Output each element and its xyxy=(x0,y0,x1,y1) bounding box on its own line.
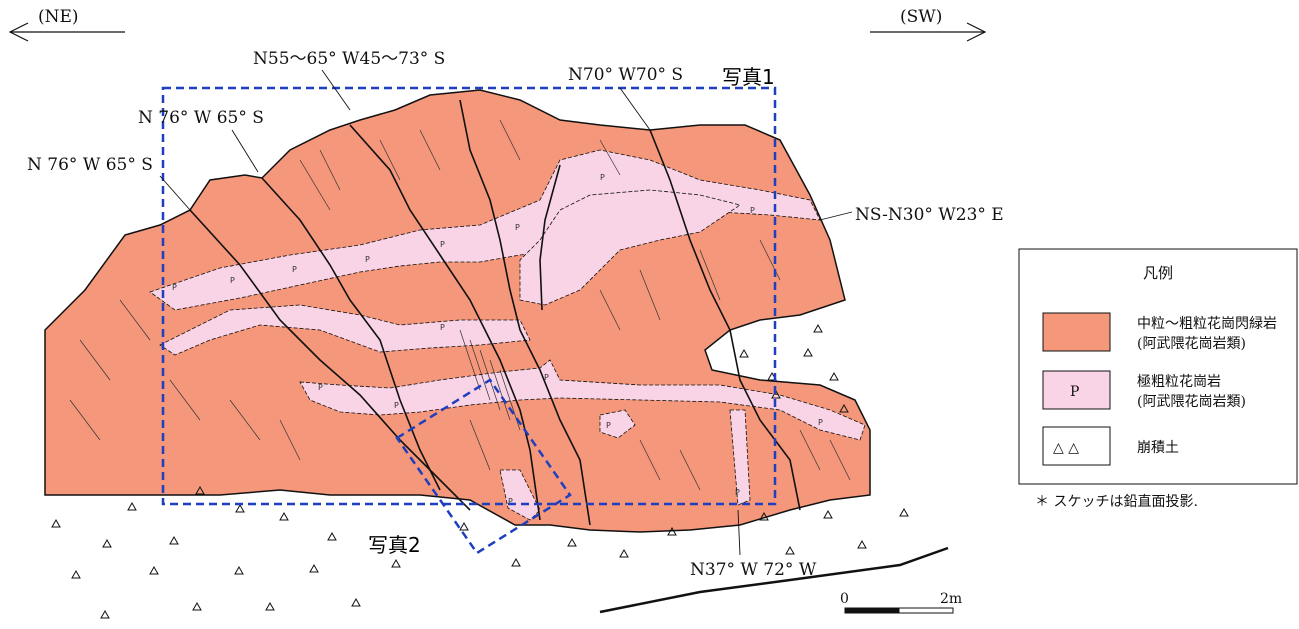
orientation-label-1: N55～65° W45～73° S xyxy=(253,49,445,69)
legend-swatch-pegmatite xyxy=(1042,370,1111,410)
svg-text:P: P xyxy=(508,497,513,506)
svg-text:P: P xyxy=(440,323,445,332)
svg-text:P: P xyxy=(600,173,605,182)
direction-arrow-ne xyxy=(8,22,125,42)
legend-swatch-talus xyxy=(1042,426,1111,466)
legend-title: 凡例 xyxy=(1143,264,1173,282)
direction-ne-label: (NE) xyxy=(38,7,79,27)
talus-triangles xyxy=(51,323,909,619)
scale-start: 0 xyxy=(840,591,849,607)
scale-bar xyxy=(844,607,954,614)
photo2-frame xyxy=(395,378,572,555)
svg-text:P: P xyxy=(318,383,323,392)
legend-swatch-granodiorite xyxy=(1042,312,1111,352)
ground-line xyxy=(599,546,949,614)
svg-text:P: P xyxy=(750,206,755,215)
svg-text:P: P xyxy=(292,265,297,274)
legend-item-3-name: 崩積土 xyxy=(1137,440,1179,456)
svg-text:P: P xyxy=(818,418,823,427)
orientation-label-5: NS-N30° W23° E xyxy=(855,205,1004,225)
orientation-label-4: N70° W70° S xyxy=(568,65,683,85)
photo1-frame xyxy=(161,86,777,506)
svg-text:P: P xyxy=(440,240,445,249)
orientation-label-2: N 76° W 65° S xyxy=(138,108,264,128)
photo1-label: 写真1 xyxy=(722,65,775,89)
svg-text:P: P xyxy=(515,223,520,232)
legend: 凡例 中粒～粗粒花崗閃緑岩 (阿武隈花崗岩類) P 極粗粒花崗岩 (阿武隈花崗岩… xyxy=(1018,248,1298,485)
legend-item-1-sub: (阿武隈花崗岩類) xyxy=(1137,336,1246,352)
svg-text:P: P xyxy=(230,276,235,285)
direction-sw-label: (SW) xyxy=(900,7,942,27)
legend-item-1-name: 中粒～粗粒花崗閃緑岩 xyxy=(1137,316,1277,332)
direction-arrow-sw xyxy=(870,22,987,42)
svg-text:P: P xyxy=(544,373,549,382)
legend-item-2-symbol: P xyxy=(1070,384,1079,400)
scale-end: 2m xyxy=(940,591,962,607)
svg-text:P: P xyxy=(394,401,399,410)
svg-text:P: P xyxy=(365,255,370,264)
legend-note: ＊ スケッチは鉛直面投影. xyxy=(1035,493,1198,510)
svg-text:P: P xyxy=(172,283,177,292)
fault-lines xyxy=(189,99,801,526)
photo2-label: 写真2 xyxy=(368,533,421,557)
legend-item-2-name: 極粗粒花崗岩 xyxy=(1137,374,1221,390)
pegmatite-markers: P P P P P P P P P P P P P P P P xyxy=(172,173,823,506)
legend-item-2-sub: (阿武隈花崗岩類) xyxy=(1137,394,1246,410)
legend-item-3-symbol: △ △ xyxy=(1053,440,1079,456)
joint-hatching xyxy=(69,119,851,491)
svg-text:P: P xyxy=(735,488,740,497)
orientation-label-3: N 76° W 65° S xyxy=(27,155,153,175)
svg-text:P: P xyxy=(606,421,611,430)
pegmatite-bands xyxy=(149,149,866,521)
orientation-label-6: N37° W 72° W xyxy=(690,560,817,580)
